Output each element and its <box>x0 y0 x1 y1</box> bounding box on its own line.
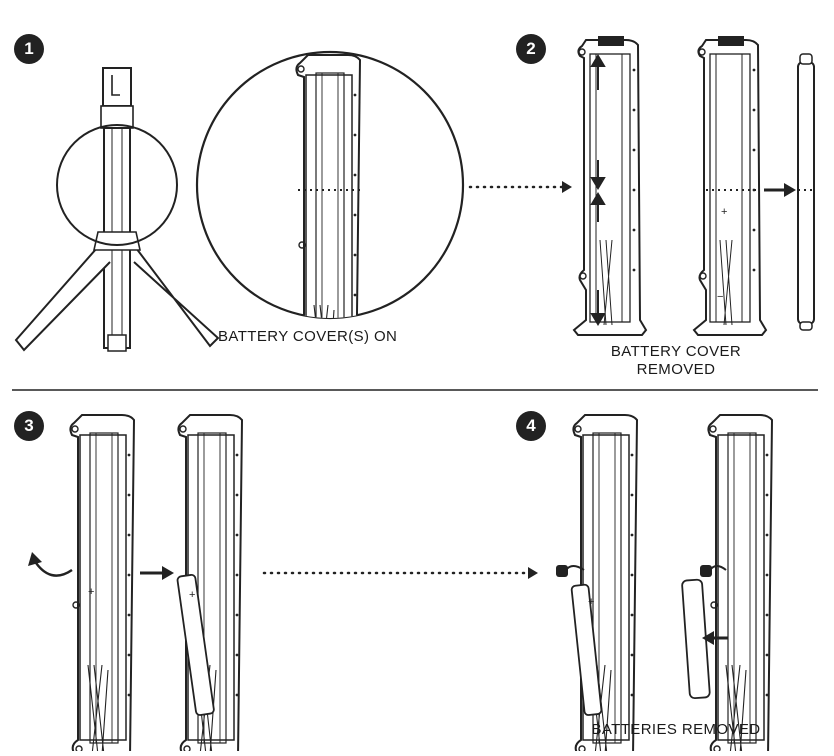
column-cover-arrows <box>573 35 647 336</box>
plus-symbol: + <box>189 589 195 601</box>
step-1-caption: BATTERY COVER(S) ON <box>218 328 398 345</box>
arrow-right-icon <box>162 566 174 580</box>
curved-arrow-icon <box>32 559 73 577</box>
arrow-left-icon <box>702 631 714 645</box>
column-battery-tilt-1 <box>69 414 135 756</box>
step-2-caption-line-2: REMOVED <box>636 361 716 378</box>
step-4-caption: BATTERIES REMOVED <box>591 721 761 738</box>
plus-symbol: + <box>88 586 94 598</box>
plus-symbol: + <box>721 206 727 218</box>
step-1-panel <box>14 50 572 352</box>
removed-cover-tube <box>797 53 815 331</box>
step-2-panel: + − <box>573 35 815 336</box>
step-2-caption-line-1: BATTERY COVER <box>610 343 742 360</box>
step-2-badge: 2 <box>516 34 546 64</box>
arrowhead-icon <box>562 181 572 193</box>
arrowhead-icon <box>528 567 538 579</box>
plus-symbol: + <box>588 596 594 608</box>
step-4-panel: + <box>556 414 773 756</box>
tripod-lamp-illustration <box>14 67 220 352</box>
column-cover-removed <box>693 35 767 336</box>
battery-with-connector <box>556 565 603 716</box>
step-3-badge: 3 <box>14 411 44 441</box>
minus-symbol: − <box>717 291 723 303</box>
tilted-battery <box>176 573 215 716</box>
slide-arrows-icon <box>590 54 606 326</box>
column-battery-removed <box>707 414 773 756</box>
step-1-badge: 1 <box>14 34 44 64</box>
arrow-right-icon <box>784 183 796 197</box>
step-4-badge: 4 <box>516 411 546 441</box>
step-3-panel: + + <box>28 414 538 756</box>
magnify-source-circle <box>56 124 178 246</box>
connector-plug-icon <box>700 565 712 577</box>
magnified-battery-cover-view <box>195 50 465 320</box>
connector-plug-icon <box>556 565 568 577</box>
